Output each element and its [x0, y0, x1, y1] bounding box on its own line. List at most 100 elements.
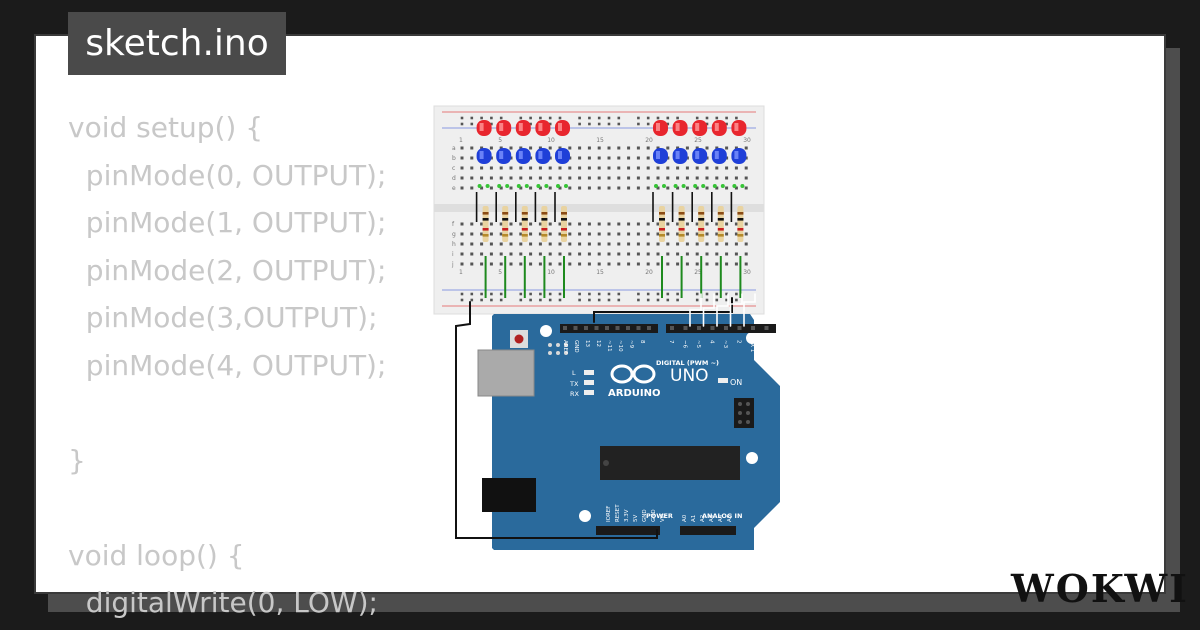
- preview-card: void setup() { pinMode(0, OUTPUT); pinMo…: [34, 34, 1187, 619]
- row-label: g: [452, 231, 456, 238]
- column-number: 10: [547, 269, 555, 276]
- digital-header-label: DIGITAL (PWM ~): [656, 359, 719, 367]
- ground-wire: [455, 301, 658, 539]
- pin-label: GND: [651, 509, 657, 522]
- file-tab[interactable]: sketch.ino: [68, 12, 286, 75]
- pin-label: Vin: [660, 513, 666, 522]
- resistor: [482, 206, 489, 242]
- column-number: 1: [459, 137, 463, 144]
- wokwi-logo: WOKWI: [1010, 566, 1189, 611]
- resistor: [698, 206, 705, 242]
- resistor: [737, 206, 744, 242]
- pin-label: 8: [639, 340, 645, 344]
- row-label: d: [452, 175, 456, 182]
- pin-label: 7: [668, 340, 674, 344]
- column-number: 10: [547, 137, 555, 144]
- code-editor: void setup() { pinMode(0, OUTPUT); pinMo…: [68, 104, 386, 627]
- analog-header-label: ANALOG IN: [702, 512, 742, 520]
- pin-label: ~5: [695, 340, 701, 349]
- red-led: [672, 120, 688, 136]
- row-label: c: [452, 165, 455, 172]
- row-label: e: [452, 185, 456, 192]
- pin-label: IOREF: [606, 506, 612, 522]
- code-line: pinMode(1, OUTPUT);: [68, 206, 387, 239]
- pin-label: 13: [584, 340, 590, 347]
- blue-led: [672, 148, 688, 164]
- red-led: [692, 120, 708, 136]
- pin-label: 5V: [633, 515, 639, 522]
- pin-label: A4: [718, 514, 724, 522]
- pin-label: 3.3V: [624, 509, 630, 522]
- tx-led-label: TX: [569, 380, 579, 388]
- code-line: [68, 389, 386, 437]
- red-led: [496, 120, 512, 136]
- blue-led: [535, 148, 551, 164]
- red-led: [476, 120, 492, 136]
- power-header-label: POWER: [646, 512, 673, 520]
- resistor: [521, 206, 528, 242]
- analog-header-strip: [680, 526, 736, 535]
- row-label: a: [452, 145, 456, 152]
- blue-led: [711, 148, 727, 164]
- uno-label: UNO: [670, 366, 709, 386]
- red-led: [535, 120, 551, 136]
- pin-label: A3: [709, 514, 715, 522]
- pin-label: A2: [700, 515, 706, 522]
- red-led: [711, 120, 727, 136]
- pin-label: ~10: [617, 340, 623, 352]
- signal-wire: [743, 293, 756, 327]
- pin-label: A0: [682, 514, 688, 522]
- resistor: [717, 206, 724, 242]
- column-number: 5: [498, 269, 502, 276]
- code-line: pinMode(3,OUTPUT);: [68, 301, 378, 334]
- blue-led: [731, 148, 747, 164]
- resistor: [659, 206, 665, 242]
- pin-label: ~6: [682, 340, 688, 349]
- pin-label: 2: [736, 340, 742, 344]
- code-line: void setup() {: [68, 111, 264, 144]
- code-line: pinMode(2, OUTPUT);: [68, 253, 387, 287]
- rx-led-label: RX: [570, 390, 580, 398]
- pin-label: 4: [709, 340, 715, 344]
- resistor: [541, 206, 548, 242]
- blue-led: [476, 148, 492, 164]
- pin-label: GND: [573, 340, 579, 353]
- blue-led: [692, 148, 708, 164]
- red-led: [515, 120, 531, 136]
- column-number: 25: [694, 269, 702, 276]
- row-label: f: [452, 221, 455, 228]
- column-number: 15: [596, 137, 604, 144]
- pin-label: A5: [727, 514, 733, 522]
- code-line: void loop() {: [68, 538, 245, 572]
- column-number: 15: [596, 269, 604, 276]
- pin-label: A1: [691, 515, 697, 522]
- red-led: [555, 120, 570, 136]
- pin-label: ~9: [628, 340, 634, 349]
- arduino-logo-icon: [610, 364, 656, 384]
- wokwi-logo-text: WOKWI: [1010, 566, 1189, 611]
- signal-wire: [716, 293, 729, 327]
- signal-wire: [729, 293, 743, 327]
- power-jack: [482, 478, 536, 512]
- pin-label: ~11: [606, 340, 612, 352]
- code-line: pinMode(0, OUTPUT);: [68, 158, 387, 192]
- signal-wire: [702, 293, 715, 327]
- column-number: 30: [743, 137, 751, 144]
- pin-label: TX 1: [749, 339, 755, 352]
- code-line: [68, 484, 386, 532]
- row-label: i: [452, 251, 454, 258]
- row-label: j: [451, 261, 454, 268]
- l-led-label: L: [572, 369, 576, 377]
- pin-label: AREF: [562, 340, 568, 354]
- signal-wire: [689, 293, 702, 327]
- blue-led: [515, 148, 531, 164]
- code-line: }: [68, 443, 86, 477]
- resistor: [502, 206, 509, 242]
- arduino-brand: ARDUINO: [608, 388, 660, 399]
- blue-led: [653, 148, 668, 164]
- pin-label: ~3: [722, 340, 728, 349]
- blue-led: [555, 148, 570, 164]
- red-led: [731, 120, 747, 136]
